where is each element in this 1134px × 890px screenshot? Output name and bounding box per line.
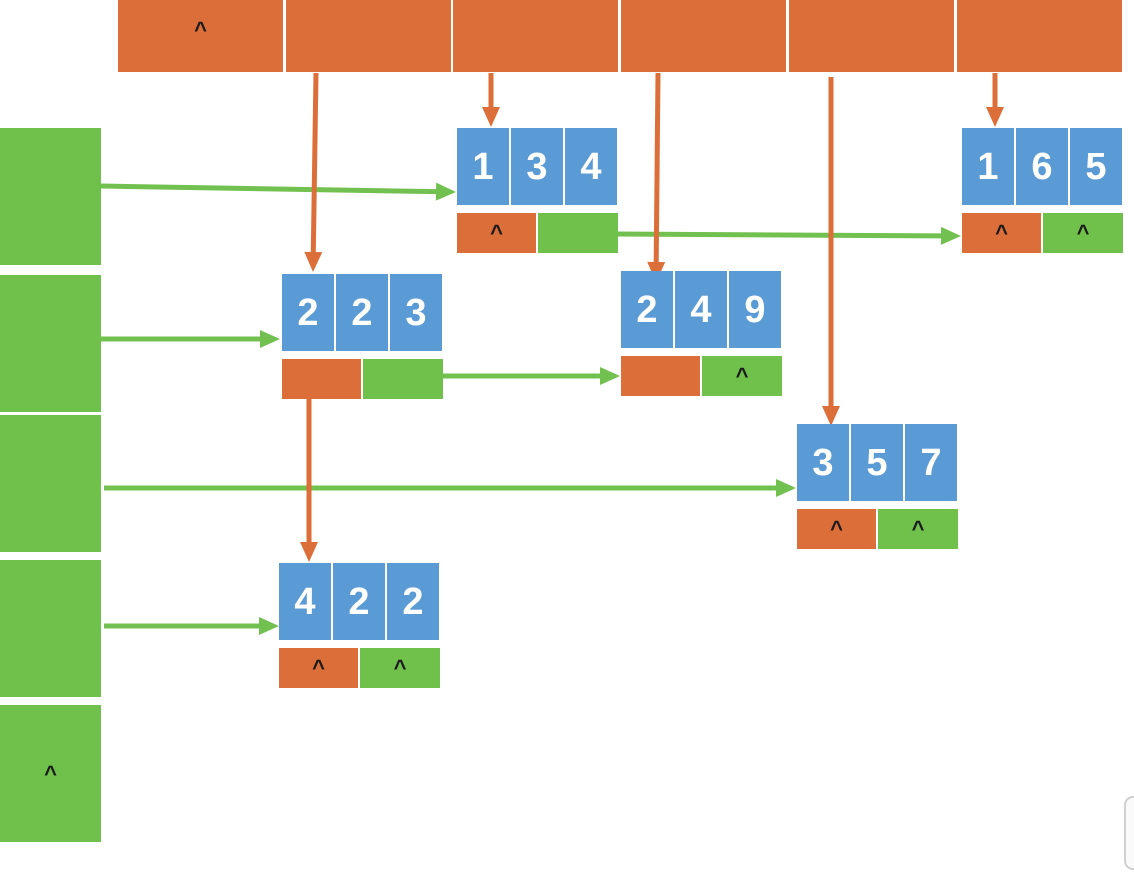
node-field-i: 4 (279, 563, 331, 640)
node-value-e: 9 (744, 288, 766, 331)
null-symbol: ^ (490, 220, 503, 245)
null-symbol: ^ (393, 655, 407, 680)
column-header-3 (621, 0, 786, 72)
column-header-1 (286, 0, 451, 72)
node-field-e: 9 (729, 271, 781, 348)
row-arrow (442, 367, 620, 385)
node-value-j: 4 (690, 288, 712, 331)
node-value-e: 4 (580, 145, 602, 188)
null-symbol: ^ (312, 655, 325, 680)
node-value-j: 2 (348, 580, 370, 623)
node-field-e: 7 (905, 424, 957, 501)
down-pointer (621, 356, 700, 396)
null-symbol: ^ (194, 17, 207, 43)
row-header-3 (0, 415, 101, 552)
node-field-e: 4 (565, 128, 617, 205)
scroll-edge-handle (1124, 796, 1134, 870)
row-header-2 (0, 275, 101, 412)
down-pointer: ^ (279, 648, 358, 688)
node-value-e: 5 (1085, 145, 1107, 188)
node-value-e: 2 (402, 580, 424, 623)
node-value-j: 2 (351, 291, 373, 334)
node-field-e: 5 (1070, 128, 1122, 205)
node-field-j: 2 (333, 563, 385, 640)
node-field-e: 3 (390, 274, 442, 351)
column-header-4 (789, 0, 954, 72)
down-pointer: ^ (457, 213, 536, 253)
node-field-i: 1 (962, 128, 1014, 205)
column-arrow (482, 73, 500, 127)
row-arrow (101, 330, 280, 348)
column-arrow (647, 72, 666, 282)
row-arrow (616, 226, 961, 245)
node-value-i: 2 (297, 291, 319, 334)
null-symbol: ^ (44, 760, 57, 786)
row-arrow (100, 182, 456, 201)
row-arrow (104, 479, 796, 497)
column-header-0: ^ (118, 0, 283, 72)
node-field-i: 3 (797, 424, 849, 501)
null-symbol: ^ (735, 363, 749, 388)
null-symbol: ^ (911, 516, 925, 541)
row-arrow (104, 617, 279, 635)
node-value-i: 1 (472, 145, 494, 188)
right-pointer: ^ (878, 509, 958, 549)
node-value-j: 3 (526, 145, 548, 188)
node-field-j: 3 (511, 128, 563, 205)
node-field-j: 5 (851, 424, 903, 501)
node-field-e: 2 (387, 563, 439, 640)
null-symbol: ^ (830, 516, 843, 541)
node-field-i: 2 (282, 274, 334, 351)
down-pointer: ^ (797, 509, 876, 549)
null-symbol: ^ (995, 220, 1008, 245)
node-value-i: 2 (636, 288, 658, 331)
node-value-j: 6 (1031, 145, 1053, 188)
right-pointer: ^ (360, 648, 440, 688)
down-pointer (282, 359, 361, 399)
column-header-2 (453, 0, 618, 72)
right-pointer (538, 213, 618, 253)
column-arrow (986, 73, 1004, 127)
node-value-i: 4 (294, 580, 316, 623)
node-value-i: 3 (812, 441, 834, 484)
right-pointer (363, 359, 443, 399)
right-pointer: ^ (1043, 213, 1123, 253)
row-header-5: ^ (0, 705, 101, 842)
column-header-5 (957, 0, 1122, 72)
row-header-4 (0, 560, 101, 697)
node-field-j: 2 (336, 274, 388, 351)
node-field-i: 2 (621, 271, 673, 348)
row-header-1 (0, 128, 101, 265)
down-pointer: ^ (962, 213, 1041, 253)
column-arrow (822, 77, 840, 426)
null-symbol: ^ (1076, 220, 1090, 245)
node-value-i: 1 (977, 145, 999, 188)
node-value-j: 5 (866, 441, 888, 484)
node-value-e: 3 (405, 291, 427, 334)
right-pointer: ^ (702, 356, 782, 396)
column-arrow (304, 72, 323, 272)
node-field-i: 1 (457, 128, 509, 205)
node-value-e: 7 (920, 441, 942, 484)
node-field-j: 4 (675, 271, 727, 348)
column-arrow (300, 399, 318, 562)
node-field-j: 6 (1016, 128, 1068, 205)
